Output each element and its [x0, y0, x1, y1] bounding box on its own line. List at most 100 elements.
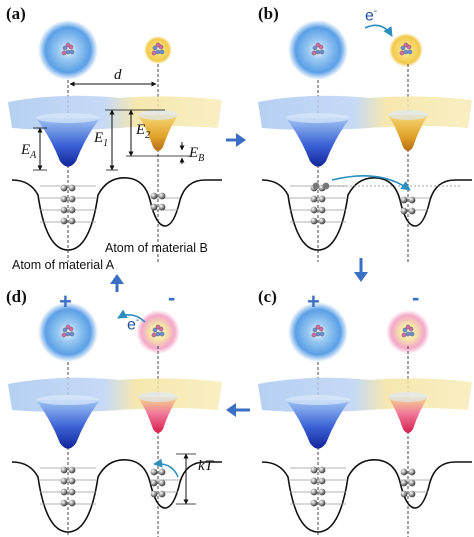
b-transfer-arrow: [331, 175, 411, 191]
c-atom-a-nucleon: [311, 332, 317, 338]
panel-b: [258, 20, 472, 262]
d-electron-arc: [117, 309, 146, 323]
c-atom-a-nucleon: [315, 324, 321, 330]
d-well-a-rim: [36, 395, 100, 405]
a-electron-a: [60, 217, 68, 225]
b-atom-a-nucleon: [315, 49, 321, 55]
a-atom-a-nucleon: [65, 42, 71, 48]
c-electron-a: [318, 477, 326, 485]
c-electron-b: [400, 468, 408, 476]
c-electron-b: [408, 479, 416, 487]
b-atom-a-nucleon: [319, 49, 325, 55]
caption-atom-a: Atom of material A: [12, 258, 115, 272]
d-electron-a: [60, 477, 68, 485]
eb-label: EB: [189, 145, 205, 164]
panel-label-c: (c): [258, 287, 277, 306]
flow-arrow-c-to-d: [226, 403, 250, 417]
a-atom-b-nucleon: [151, 50, 157, 56]
b-potential-surface: [258, 95, 472, 130]
d-electron-a: [68, 488, 76, 496]
a-electron-a: [68, 195, 76, 203]
a-electron-a: [68, 184, 76, 192]
c-electron-b: [408, 468, 416, 476]
e2-label: E2: [136, 122, 151, 141]
d-electron-b: [150, 468, 158, 476]
b-electron-a: [310, 217, 318, 225]
a-atom-a-nucleon: [62, 45, 68, 51]
d-electron-a: [68, 466, 76, 474]
d-atom-b-nucleon: [152, 327, 158, 333]
d-well-b-rim: [138, 392, 178, 402]
a-atom-b-nucleon: [152, 45, 158, 51]
a-electron-a: [68, 206, 76, 214]
a-well-b: [138, 115, 178, 151]
c-electron-a: [310, 466, 318, 474]
d-atom-a-nucleon: [69, 331, 75, 337]
a-atom-b-nucleon: [155, 42, 161, 48]
a-electron-a: [60, 195, 68, 203]
panel-label-d: (d): [6, 287, 27, 306]
c-atom-b-nucleon: [402, 327, 408, 333]
d-atom-a-nucleon: [61, 332, 67, 338]
charge-minus-c: -: [412, 285, 420, 310]
b-potential-curve: [261, 177, 472, 251]
c-well-b: [388, 397, 428, 433]
d-electron-a: [60, 488, 68, 496]
b-atom-a-nucleon: [312, 45, 318, 51]
c-electron-b: [408, 490, 416, 498]
a-electron-b: [150, 203, 158, 211]
a-atom-b-nucleon: [159, 49, 165, 55]
c-atom-a-nucleon: [315, 331, 321, 337]
d-electron-b: [150, 490, 158, 498]
c-electron-b: [400, 490, 408, 498]
a-potential-surface: [8, 95, 222, 130]
b-atom-b-nucleon: [403, 49, 409, 55]
d-electron-a: [60, 499, 68, 507]
d-potential-curve: [11, 459, 222, 533]
a-atom-a-nucleon: [61, 50, 67, 56]
d-electron-b: [158, 490, 166, 498]
b-well-a: [286, 118, 350, 167]
ea-label: EA: [21, 142, 37, 161]
c-atom-a-nucleon: [319, 331, 325, 337]
d-well-a: [36, 400, 100, 449]
b-atom-a-nucleon: [311, 50, 317, 56]
c-electron-a: [310, 477, 318, 485]
b-atom-b-nucleon: [400, 45, 406, 51]
b-electron-a: [318, 206, 326, 214]
electron-label-d: e-: [127, 315, 140, 334]
b-electron-b: [400, 196, 408, 204]
flow-arrow-d-to-a: [110, 274, 124, 292]
b-electron-b: [400, 207, 408, 215]
a-well-a: [36, 118, 100, 167]
b-atom-a: [288, 20, 348, 80]
electron-label-b: e-: [365, 6, 378, 25]
panel-label-b: (b): [258, 4, 279, 23]
c-potential-curve: [261, 459, 472, 533]
b-electron-a: [318, 195, 326, 203]
a-atom-a: [38, 20, 98, 80]
a-potential-curve: [11, 177, 222, 251]
b-atom-b-nucleon: [399, 50, 405, 56]
e1-label: E1: [94, 130, 109, 149]
d-atom-b-nucleon: [151, 332, 157, 338]
b-electron-a: [310, 195, 318, 203]
c-electron-a: [318, 466, 326, 474]
c-atom-b-nucleon: [405, 324, 411, 330]
a-electron-a: [60, 206, 68, 214]
b-well-b: [388, 115, 428, 151]
distance-d-label: d: [114, 67, 122, 83]
b-well-a-rim: [286, 113, 350, 123]
d-atom-b-nucleon: [159, 331, 165, 337]
d-electron-a: [68, 477, 76, 485]
b-electron-a: [310, 206, 318, 214]
c-atom-b-nucleon: [405, 331, 411, 337]
c-well-b-rim: [388, 392, 428, 402]
charge-minus-d: -: [168, 285, 176, 310]
panel-c: [258, 302, 472, 537]
d-atom-b: [136, 310, 180, 354]
a-atom-a-nucleon: [69, 49, 75, 55]
d-atom-a-nucleon: [62, 327, 68, 333]
d-electron-b: [158, 479, 166, 487]
